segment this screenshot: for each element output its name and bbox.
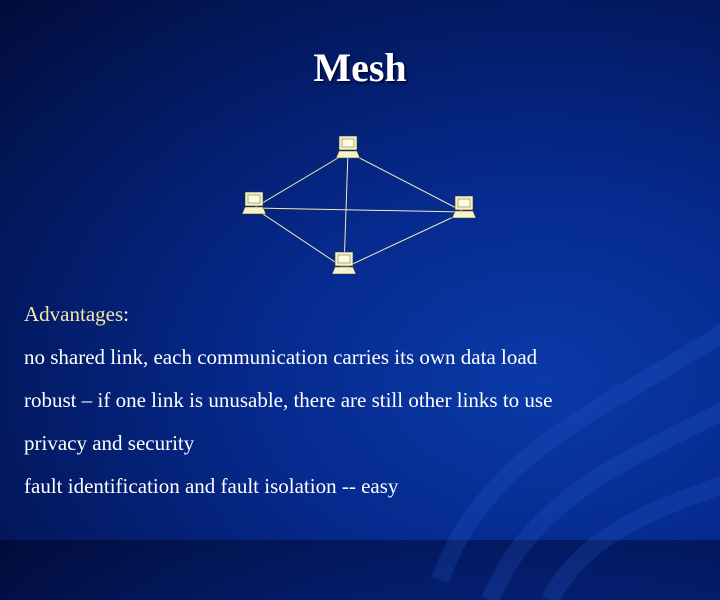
mesh-link-right-bottom <box>343 211 465 269</box>
mesh-link-top-right <box>347 151 465 213</box>
slide-body: Advantages: no shared link, each communi… <box>24 300 552 515</box>
mesh-link-left-bottom <box>253 207 345 269</box>
advantage-line-1: no shared link, each communication carri… <box>24 345 538 369</box>
advantage-line-2: robust – if one link is unusable, there … <box>24 388 553 412</box>
mesh-link-top-left <box>253 151 349 209</box>
advantage-line-4: fault identification and fault isolation… <box>24 474 399 498</box>
computer-icon-left <box>241 191 267 215</box>
advantages-heading: Advantages: <box>24 300 552 343</box>
computer-icon-top <box>335 135 361 159</box>
advantage-line-3: privacy and security <box>24 431 195 455</box>
computer-icon-bottom <box>331 251 357 275</box>
mesh-topology-diagram <box>241 135 477 275</box>
mesh-link-left-right <box>253 207 465 213</box>
advantages-colon: : <box>123 302 129 326</box>
computer-icon-right <box>451 195 477 219</box>
advantages-label: Advantages <box>24 302 124 326</box>
slide-title: Mesh <box>313 45 407 90</box>
